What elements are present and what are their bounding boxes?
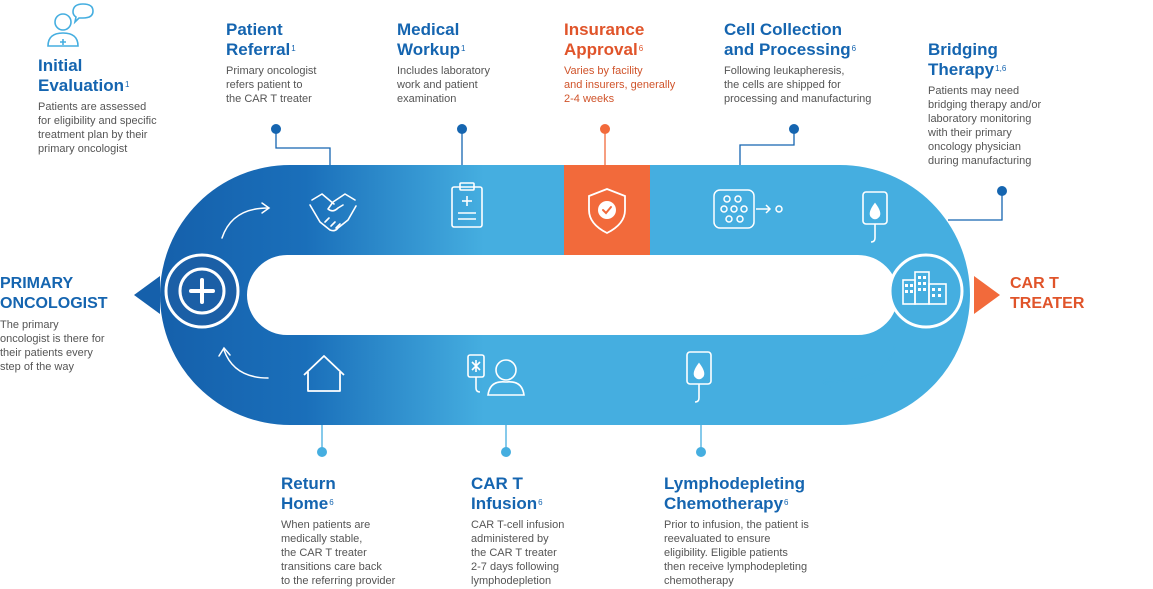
hospital-building-icon [888, 253, 964, 329]
initial-evaluation-title: Initial Evaluation1 [38, 56, 130, 95]
step-return-home: Return Home6 When patients are medically… [281, 474, 431, 588]
patient-referral-desc: Primary oncologist refers patient to the… [226, 65, 317, 105]
referral-connector [275, 130, 331, 165]
step-bridging-therapy: Bridging Therapy1,6 Patients may need br… [928, 40, 1078, 168]
workup-dot [457, 124, 467, 134]
flow-arrow-bottom-left [223, 349, 269, 379]
lympho-dot [696, 447, 706, 457]
car-t-infusion-title: CAR T Infusion6 [471, 474, 543, 513]
lymphodepleting-title: Lymphodepleting Chemotherapy6 [664, 474, 806, 513]
bridging-dot [997, 186, 1007, 196]
step-cell-collection: Cell Collection and Processing6 Followin… [724, 20, 909, 106]
patient-referral-title: Patient Referral1 [226, 20, 296, 59]
medical-workup-title: Medical Workup1 [397, 20, 466, 59]
patient-chat-icon [47, 3, 94, 47]
cell-collection-desc: Following leukapheresis, the cells are s… [724, 65, 872, 105]
cell-connector [739, 130, 795, 165]
step-lymphodepleting: Lymphodepleting Chemotherapy6 Prior to i… [664, 474, 854, 588]
return-dot [317, 447, 327, 457]
return-home-desc: When patients are medically stable, the … [281, 519, 396, 587]
car-t-treater-block: CAR T TREATER [1010, 274, 1140, 314]
bridging-connector [948, 192, 1003, 221]
step-medical-workup: Medical Workup1 Includes laboratory work… [397, 20, 547, 106]
primary-oncologist-block: PRIMARY ONCOLOGIST The primary oncologis… [0, 274, 130, 374]
clipboard-icon [451, 182, 483, 228]
cell-dot [789, 124, 799, 134]
car-t-treater-title: CAR T TREATER [1010, 275, 1085, 312]
cell-collection-title: Cell Collection and Processing6 [724, 20, 857, 59]
pathway-ring [160, 165, 970, 425]
cells-icon [713, 189, 783, 229]
start-pointer [134, 276, 160, 314]
patient-infusion-icon [467, 354, 525, 396]
infusion-dot [501, 447, 511, 457]
medical-workup-desc: Includes laboratory work and patient exa… [397, 65, 490, 105]
insurance-approval-title: Insurance Approval6 [564, 20, 645, 59]
insurance-approval-desc: Varies by facility and insurers, general… [564, 65, 676, 105]
plus-cross-icon [164, 253, 240, 329]
primary-oncologist-title: PRIMARY ONCOLOGIST [0, 275, 108, 312]
insurance-dot [600, 124, 610, 134]
step-initial-evaluation: Initial Evaluation1 Patients are assesse… [38, 56, 213, 156]
shield-check-icon [588, 188, 626, 235]
car-t-infusion-desc: CAR T-cell infusion administered by the … [471, 519, 565, 587]
primary-oncologist-desc: The primary oncologist is there for thei… [0, 319, 105, 373]
referral-dot [271, 124, 281, 134]
step-insurance-approval: Insurance Approval6 Varies by facility a… [564, 20, 714, 106]
initial-evaluation-desc: Patients are assessed for eligibility an… [38, 101, 157, 155]
home-icon [303, 355, 345, 392]
lymphodepleting-desc: Prior to infusion, the patient is reeval… [664, 519, 809, 587]
flow-arrow-top-left [221, 207, 269, 239]
iv-bag-icon [862, 191, 888, 243]
return-home-title: Return Home6 [281, 474, 336, 513]
step-car-t-infusion: CAR T Infusion6 CAR T-cell infusion admi… [471, 474, 621, 588]
end-pointer [974, 276, 1000, 314]
flow-arrow-right [823, 344, 896, 383]
iv-drip-icon [686, 351, 712, 403]
handshake-icon [309, 193, 357, 232]
step-patient-referral: Patient Referral1 Primary oncologist ref… [226, 20, 376, 106]
bridging-therapy-title: Bridging Therapy1,6 [928, 40, 1007, 79]
bridging-therapy-desc: Patients may need bridging therapy and/o… [928, 85, 1042, 167]
